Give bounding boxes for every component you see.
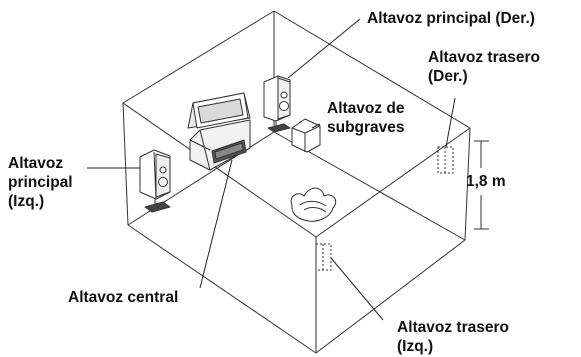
label-main-left: Altavoz principal (Izq.) xyxy=(8,154,73,211)
label-rear-right: Altavoz trasero (Der.) xyxy=(428,48,540,86)
label-rear-right-line2: (Der.) xyxy=(428,68,468,85)
label-height: 1,8 m xyxy=(466,173,506,190)
label-rear-right-line1: Altavoz trasero xyxy=(428,49,540,66)
label-subwoofer-line1: Altavoz de xyxy=(327,100,405,117)
rear-left-speaker xyxy=(315,243,332,271)
label-main-right: Altavoz principal (Der.) xyxy=(367,10,535,27)
rear-right-speaker xyxy=(437,146,454,174)
listening-chair xyxy=(290,187,337,222)
label-main-left-line3: (Izq.) xyxy=(8,193,45,210)
leader-lines xyxy=(87,18,456,321)
label-rear-left-line1: Altavoz trasero xyxy=(397,319,509,336)
label-rear-left-line2: (Izq.) xyxy=(397,338,434,355)
height-dimension-marker xyxy=(474,140,489,230)
label-center: Altavoz central xyxy=(68,289,179,306)
label-subwoofer-line2: subgraves xyxy=(327,119,405,136)
subwoofer xyxy=(291,118,321,153)
label-subwoofer: Altavoz de subgraves xyxy=(327,99,405,137)
label-main-left-line2: principal xyxy=(8,174,73,191)
front-left-speaker xyxy=(139,149,171,213)
front-right-speaker xyxy=(263,75,291,133)
center-speaker xyxy=(211,139,247,164)
tv-unit xyxy=(187,92,251,171)
label-main-left-line1: Altavoz xyxy=(8,155,64,172)
label-rear-left: Altavoz trasero (Izq.) xyxy=(397,318,509,356)
